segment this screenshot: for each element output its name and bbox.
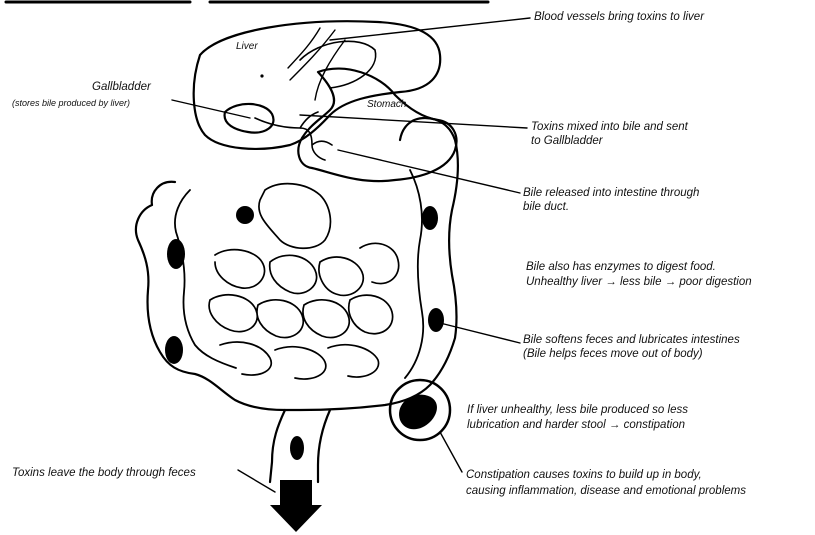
gallbladder-note: (stores bile produced by liver) bbox=[12, 96, 130, 110]
blood-vessels-note: Blood vessels bring toxins to liver bbox=[534, 10, 704, 24]
feces-blob bbox=[422, 206, 438, 230]
toxins-leave-note: Toxins leave the body through feces bbox=[12, 466, 196, 480]
leader-constipation bbox=[440, 432, 462, 472]
exit-arrow-icon bbox=[270, 480, 322, 532]
liver-inner-lobe bbox=[300, 41, 376, 88]
leader-bile-released bbox=[338, 150, 520, 193]
softens-note-line2: (Bile helps feces move out of body) bbox=[523, 347, 703, 361]
feces-blob bbox=[165, 336, 183, 364]
softens-note-line1: Bile softens feces and lubricates intest… bbox=[523, 333, 740, 347]
toxins-mixed-note-line1: Toxins mixed into bile and sent bbox=[531, 120, 688, 134]
gallbladder-label: Gallbladder bbox=[92, 80, 151, 94]
constipation-note-line1: Constipation causes toxins to build up i… bbox=[466, 468, 702, 482]
stomach-outline bbox=[298, 69, 456, 182]
feces-blob bbox=[236, 206, 254, 224]
leader-toxins-mixed bbox=[300, 115, 527, 128]
enzymes-note-line2: Unhealthy liver → less bile → poor diges… bbox=[526, 275, 752, 289]
stomach-label: Stomach bbox=[367, 98, 406, 112]
unhealthy-note-line2: lubrication and harder stool → constipat… bbox=[467, 418, 685, 432]
liver-label: Liver bbox=[236, 40, 258, 54]
constipation-note-line2: causing inflammation, disease and emotio… bbox=[466, 484, 746, 498]
bile-released-note-line1: Bile released into intestine through bbox=[523, 186, 699, 200]
feces-blob bbox=[290, 436, 304, 460]
leader-softens bbox=[440, 323, 520, 343]
leader-gallbladder bbox=[172, 100, 250, 118]
unhealthy-note-line1: If liver unhealthy, less bile produced s… bbox=[467, 403, 688, 417]
bile-released-note-line2: bile duct. bbox=[523, 200, 569, 214]
enzymes-note-line1: Bile also has enzymes to digest food. bbox=[526, 260, 716, 274]
feces-blob bbox=[428, 308, 444, 332]
toxins-mixed-note-line2: to Gallbladder bbox=[531, 134, 603, 148]
feces-blob bbox=[167, 239, 185, 269]
liver-spot bbox=[260, 74, 263, 77]
